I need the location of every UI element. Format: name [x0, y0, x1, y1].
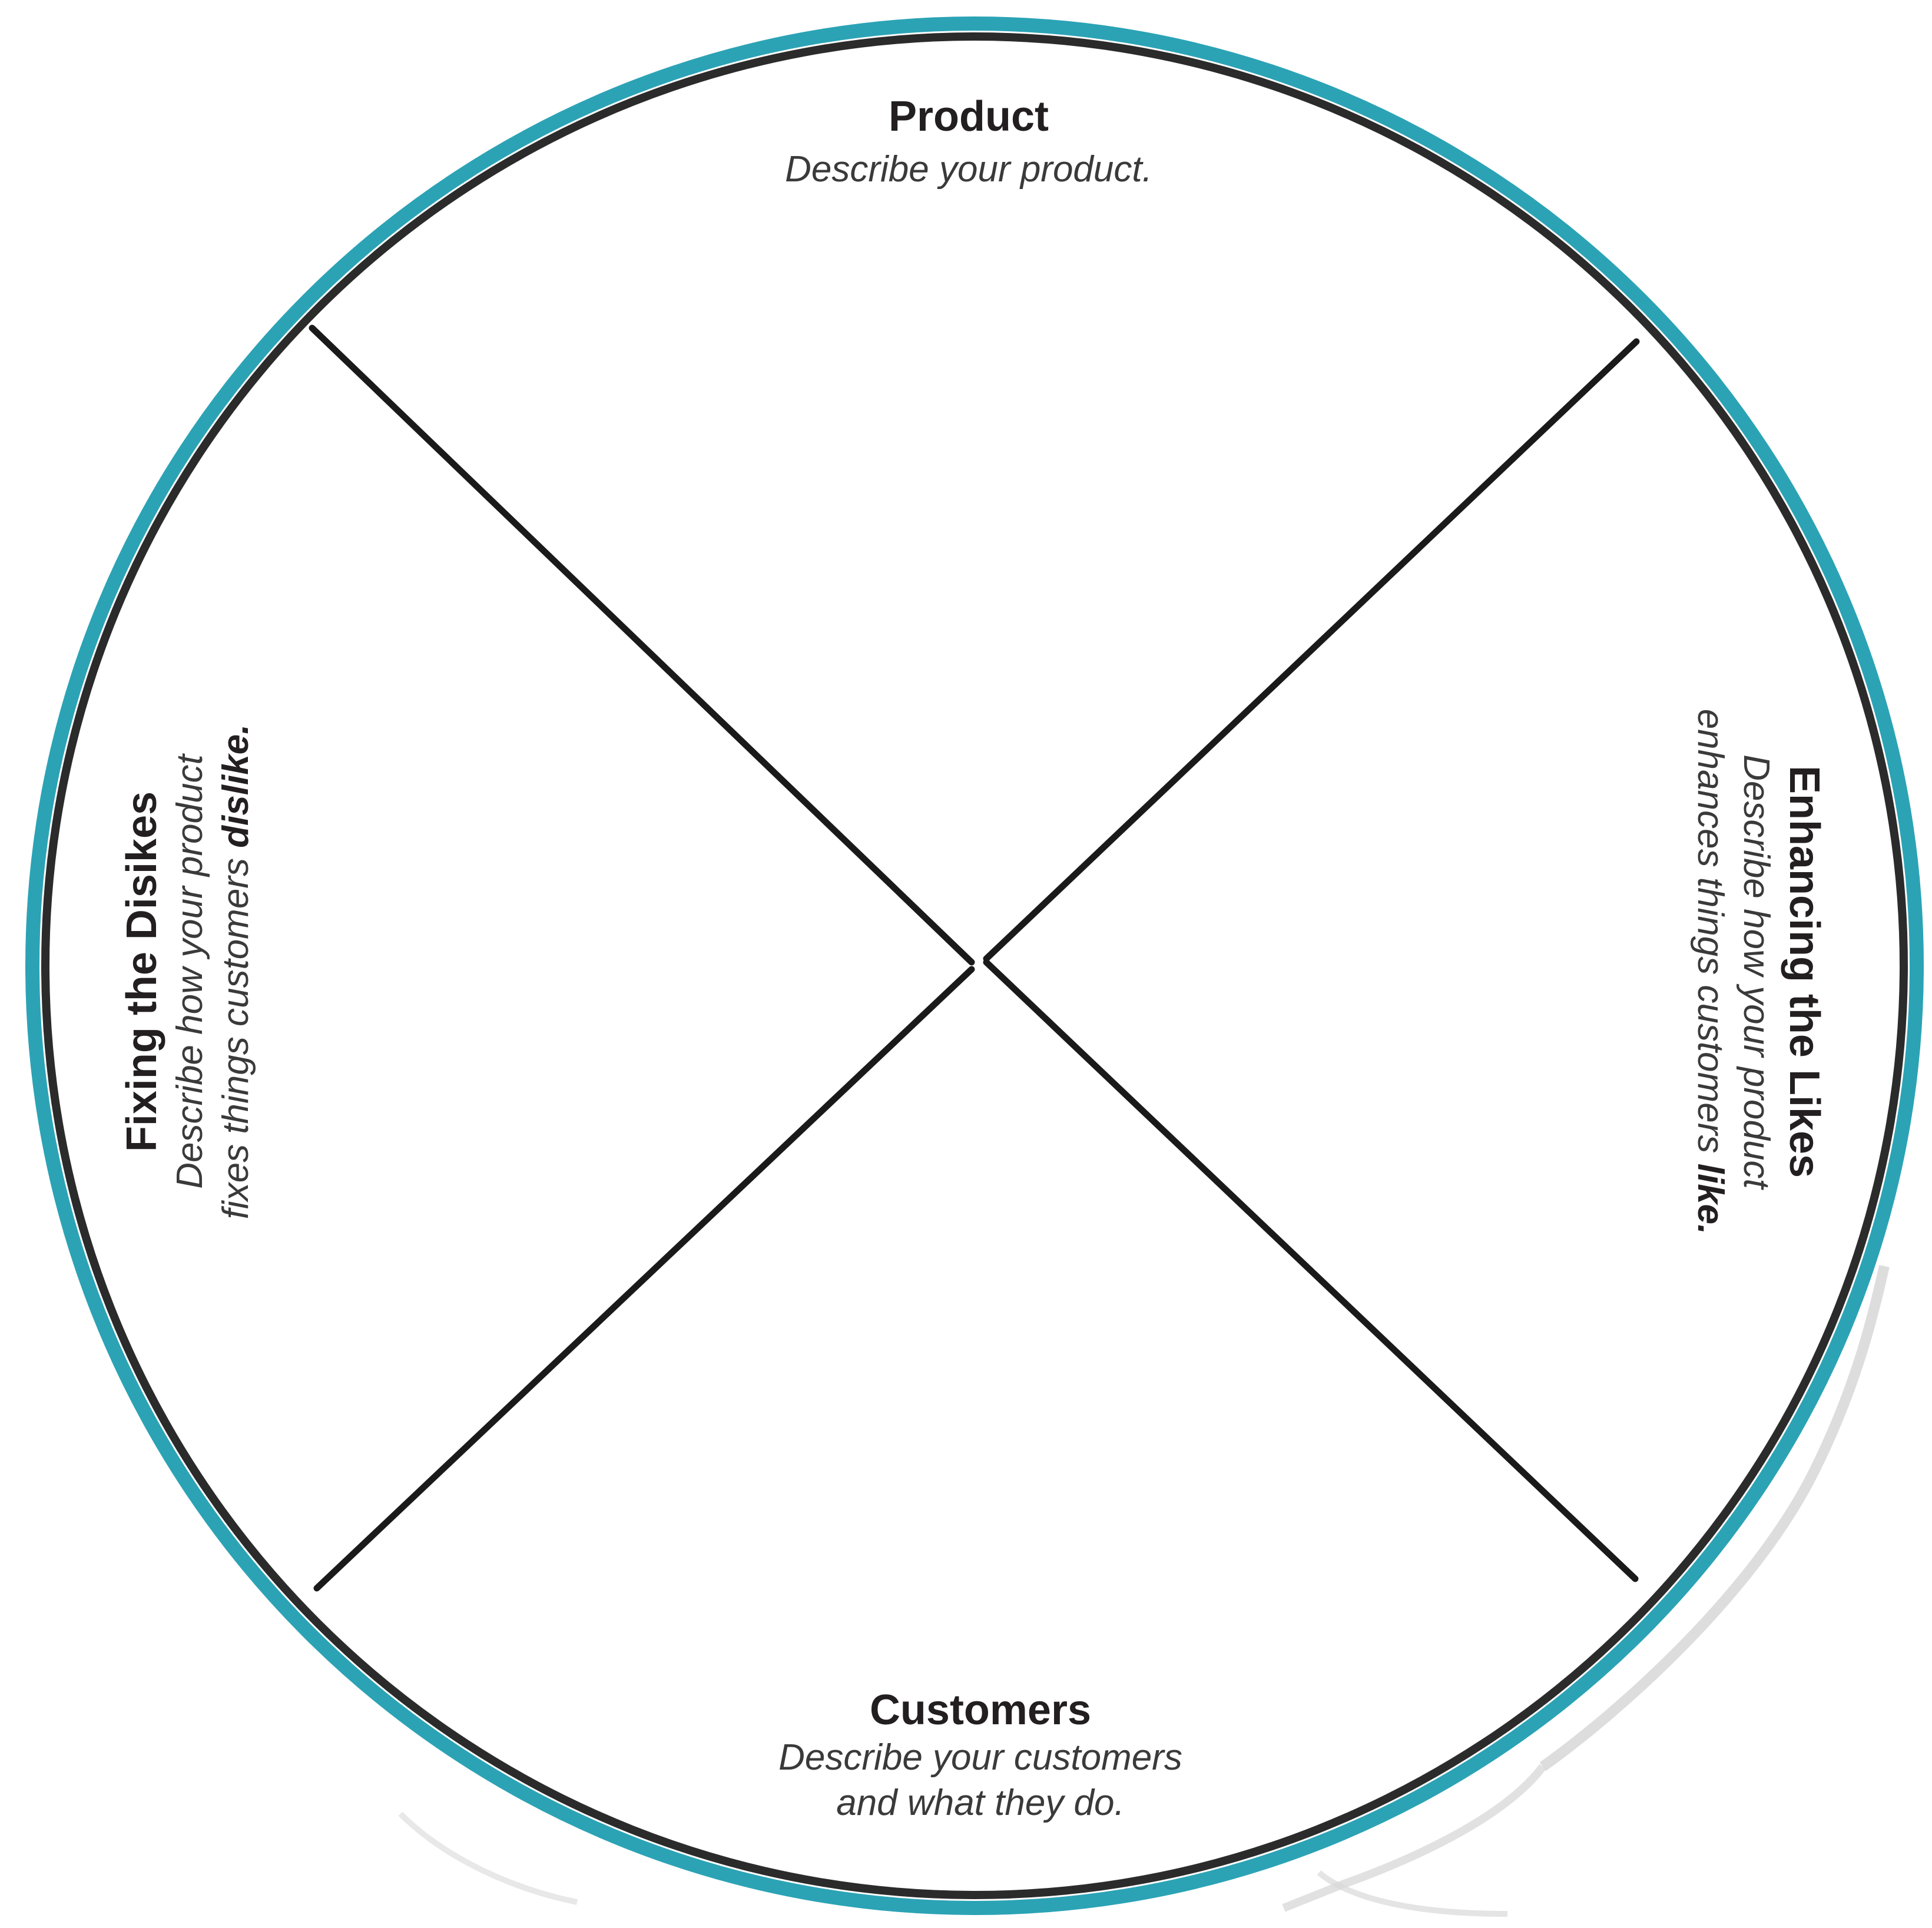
enhancing-line2-emphasis: like. — [1690, 1164, 1731, 1235]
quadrant-fixing-the-dislikes: Fixing the Disikes Describe how your pro… — [118, 724, 256, 1220]
quadrant-description-enhancing-line1: Describe how your product — [1736, 754, 1777, 1190]
divider-line-top-left — [309, 324, 975, 966]
quadrant-description-product: Describe your product. — [785, 149, 1152, 190]
quadrant-description-customers-line2: and what they do. — [836, 1783, 1124, 1823]
quadrant-enhancing-the-likes: Enhancing the Likes Describe how your pr… — [1690, 709, 1828, 1235]
quadrant-description-customers-line1: Describe your customers — [778, 1737, 1182, 1778]
enhancing-line2-prefix: enhances things customers — [1690, 709, 1731, 1164]
fixing-line2-prefix: fixes things customers — [216, 848, 256, 1220]
quadrant-title-enhancing-the-likes: Enhancing the Likes — [1781, 766, 1828, 1178]
outer-ring — [25, 16, 1924, 1915]
quadrant-customers: Customers Describe your customers and wh… — [778, 1687, 1182, 1823]
quadrant-description-enhancing-line2: enhances things customers like. — [1690, 709, 1731, 1235]
fixing-line2-emphasis: dislike. — [216, 724, 256, 848]
quadrant-description-fixing-line2: fixes things customers dislike. — [216, 724, 256, 1220]
divider-line-bottom-right — [983, 959, 1639, 1582]
quadrant-product: Product Describe your product. — [785, 93, 1152, 190]
quadrant-title-product: Product — [889, 93, 1049, 140]
inner-ring — [41, 32, 1908, 1899]
quadrant-description-fixing-line1: Describe how your product — [170, 753, 210, 1188]
divider-line-top-right — [983, 338, 1640, 962]
quadrant-title-fixing-the-dislikes: Fixing the Disikes — [118, 791, 165, 1152]
divider-line-bottom-left — [313, 966, 975, 1592]
quadrant-title-customers: Customers — [870, 1687, 1091, 1734]
